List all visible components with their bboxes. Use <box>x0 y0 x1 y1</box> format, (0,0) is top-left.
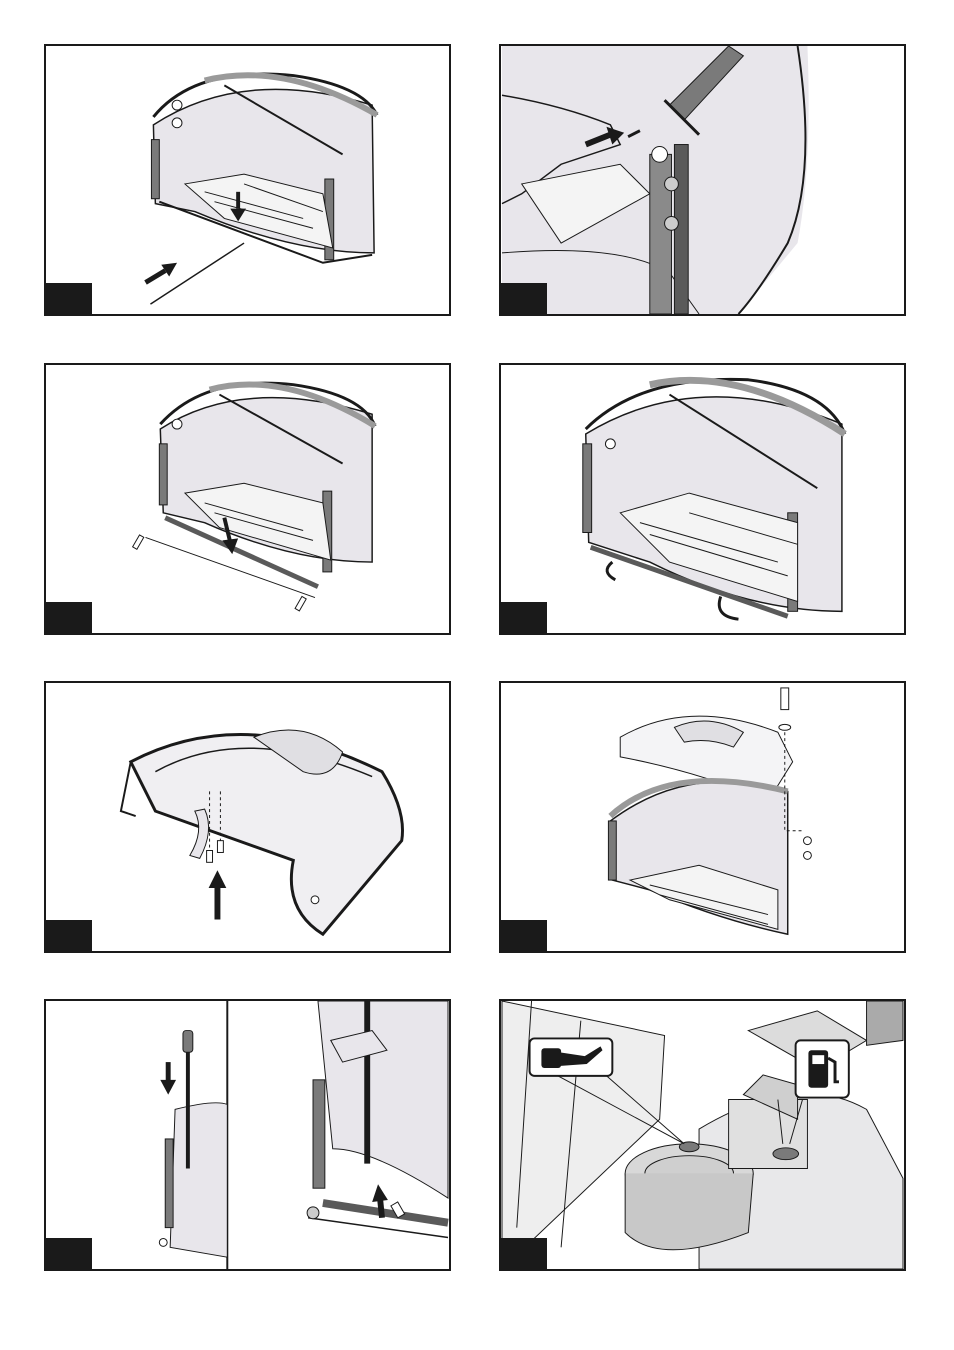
illustration-panel-7 <box>44 999 451 1271</box>
grass-bag-bottom-rod-illustration <box>46 365 449 633</box>
illustration-panel-1 <box>44 44 451 316</box>
step-number-tab <box>501 920 547 951</box>
handle-insert-illustration <box>46 1001 449 1269</box>
step-number-tab <box>501 283 547 314</box>
lid-attach-illustration <box>501 683 904 951</box>
oil-can-icon <box>530 1038 613 1075</box>
oil-fuel-fill-illustration <box>501 1001 904 1269</box>
lid-bracket-illustration <box>46 683 449 951</box>
step-number-tab <box>46 283 92 314</box>
fuel-pump-icon <box>796 1040 849 1097</box>
step-number-tab <box>46 920 92 951</box>
frame-pin-closeup-illustration <box>501 46 904 314</box>
illustration-panel-3 <box>44 363 451 635</box>
grass-bag-illustration <box>46 46 449 314</box>
step-number-tab <box>46 602 92 633</box>
step-number-tab <box>46 1238 92 1269</box>
step-number-tab <box>501 602 547 633</box>
grass-bag-clip-illustration <box>501 365 904 633</box>
illustration-panel-4 <box>499 363 906 635</box>
illustration-panel-8 <box>499 999 906 1271</box>
illustration-panel-6 <box>499 681 906 953</box>
illustration-panel-2 <box>499 44 906 316</box>
illustration-panel-5 <box>44 681 451 953</box>
step-number-tab <box>501 1238 547 1269</box>
